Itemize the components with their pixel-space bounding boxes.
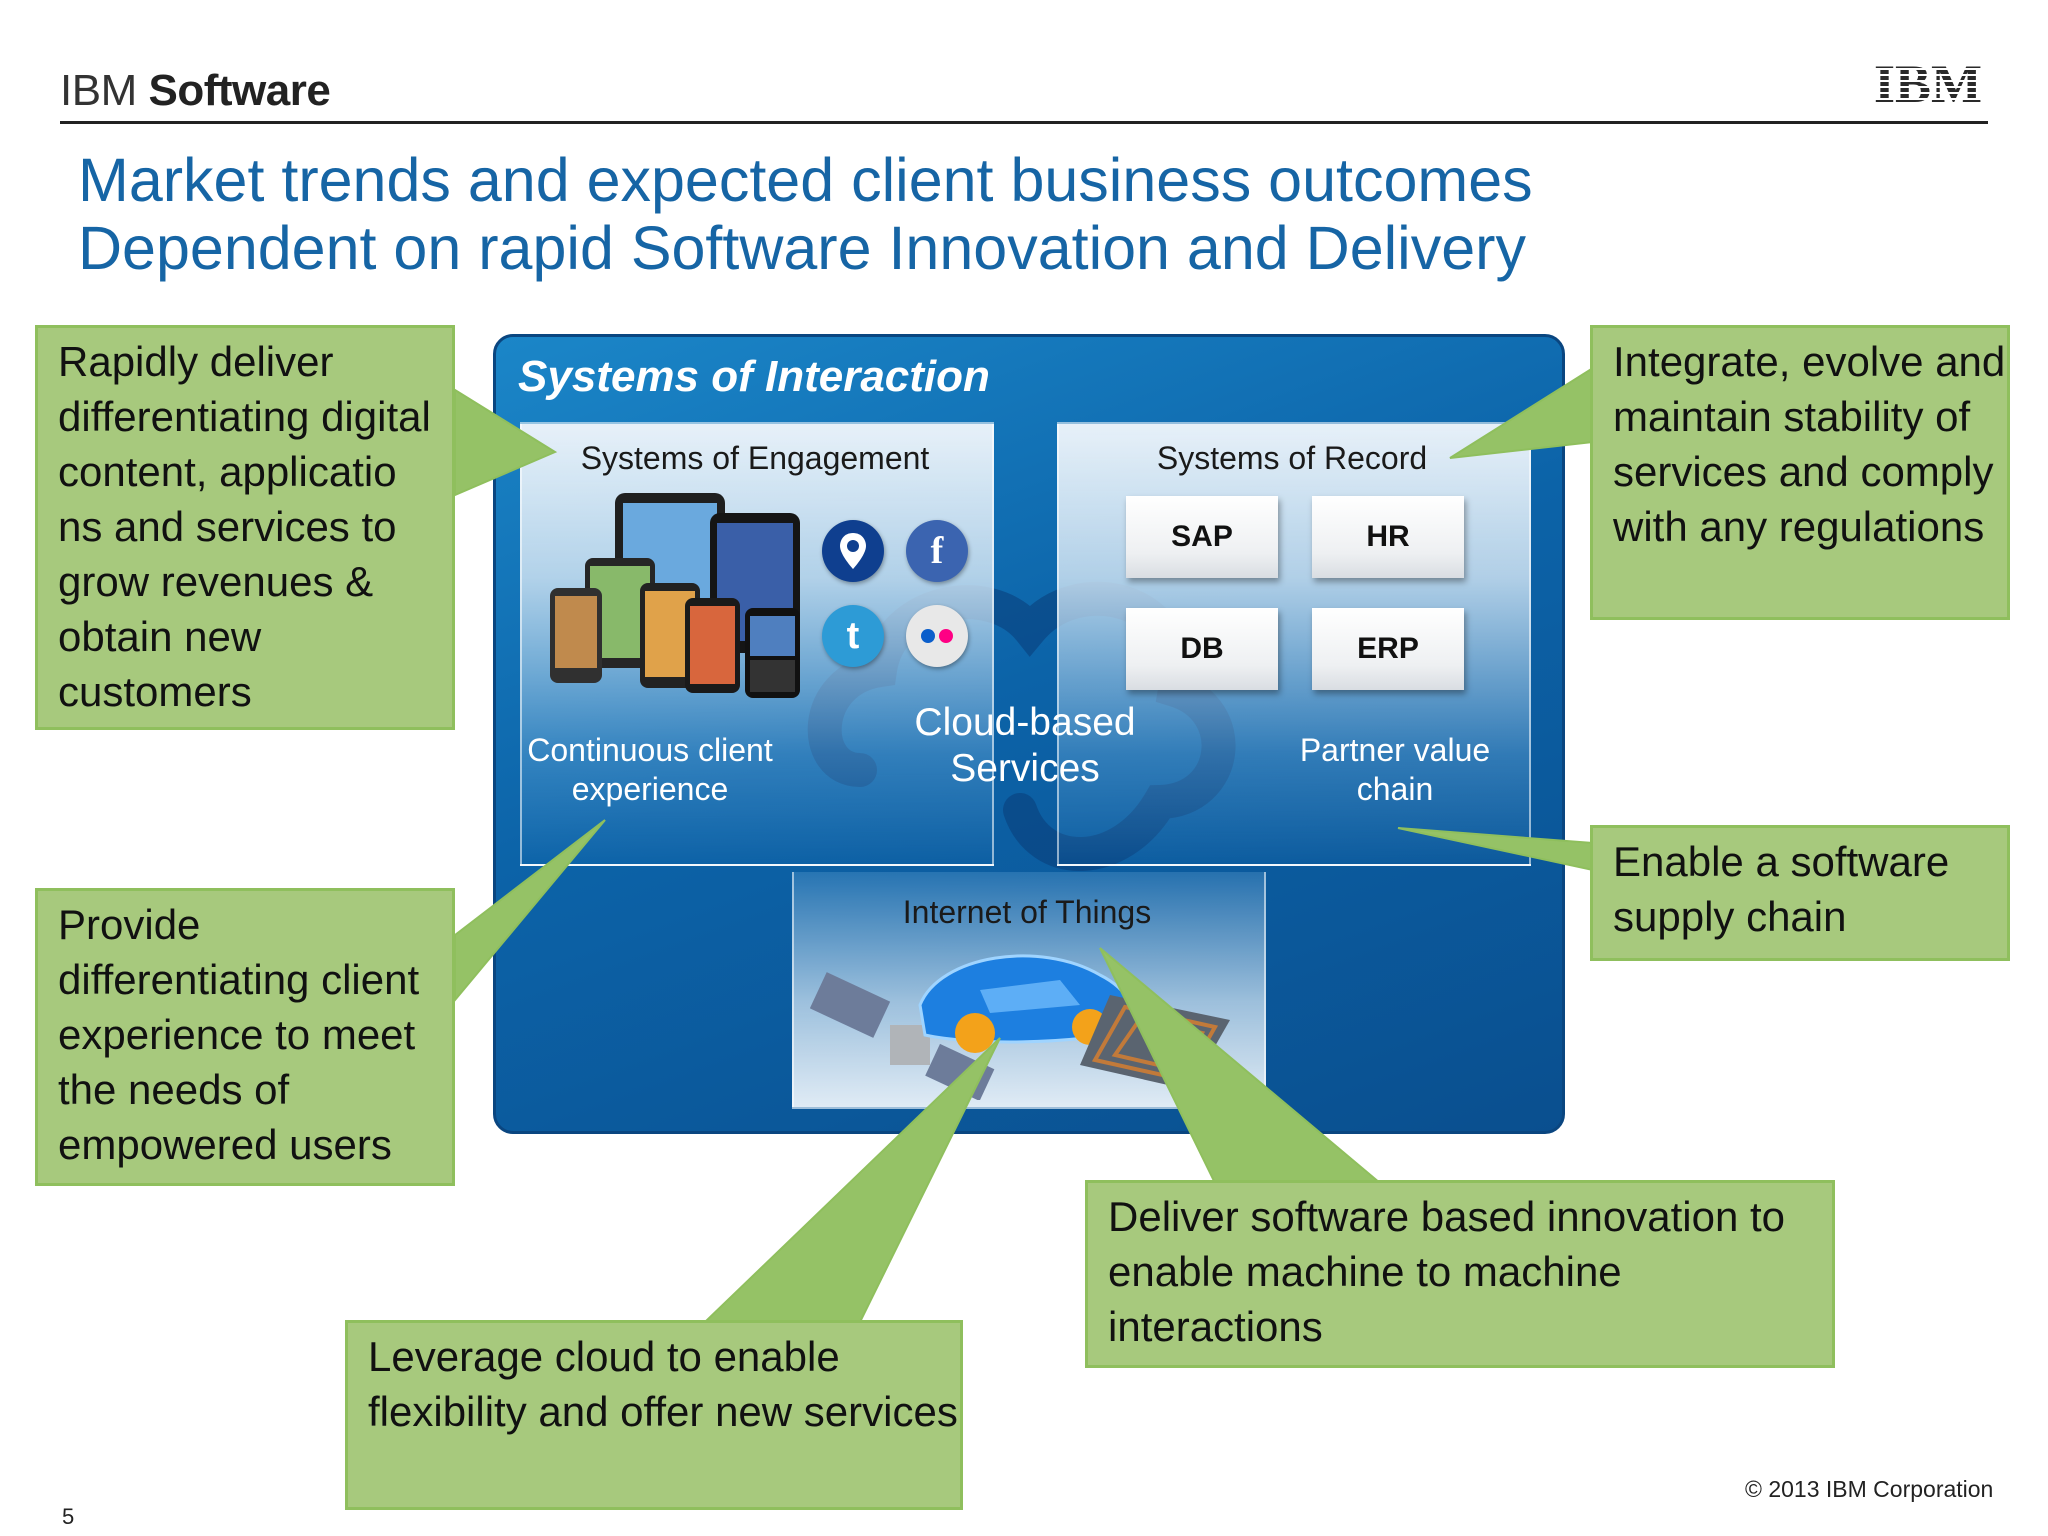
- location-pin-icon: [822, 520, 884, 582]
- callout-supply-chain: Enable a software supply chain: [1590, 825, 2010, 961]
- systems-of-interaction-title: Systems of Interaction: [518, 352, 990, 401]
- title-line-1: Market trends and expected client busine…: [78, 146, 1533, 214]
- mobile-devices-icon: [550, 493, 800, 698]
- callout-rapidly-deliver: Rapidly deliver differentiating digital …: [35, 325, 455, 730]
- facebook-icon: f: [906, 520, 968, 582]
- callout-integrate: Integrate, evolve and maintain stability…: [1590, 325, 2010, 620]
- record-title: Systems of Record: [1156, 440, 1428, 476]
- brand-prefix: IBM: [60, 66, 137, 115]
- callout-machine-to-machine: Deliver software based innovation to ena…: [1085, 1180, 1835, 1368]
- record-item-sap: SAP: [1126, 496, 1278, 578]
- brand-label: IBM Software: [60, 66, 331, 116]
- record-item-erp: ERP: [1312, 608, 1464, 690]
- page-title: Market trends and expected client busine…: [78, 146, 1778, 282]
- iot-devices-icon: [810, 954, 1230, 1100]
- flickr-icon: [906, 605, 968, 667]
- callout-provide-experience: Provide differentiating client experienc…: [35, 888, 455, 1186]
- copyright: © 2013 IBM Corporation: [1745, 1476, 1994, 1502]
- brand-suffix: Software: [148, 66, 331, 115]
- iot-title: Internet of Things: [902, 894, 1152, 930]
- ibm-logo-icon: IBM: [1874, 58, 1982, 108]
- header-rule: [60, 121, 1988, 124]
- title-line-2: Dependent on rapid Software Innovation a…: [78, 214, 1526, 282]
- engagement-caption: Continuous client experience: [527, 732, 773, 807]
- ibm-logo-text: IBM: [1874, 58, 1982, 108]
- engagement-title: Systems of Engagement: [580, 440, 930, 476]
- record-item-hr: HR: [1312, 496, 1464, 578]
- callout-leverage-cloud: Leverage cloud to enable flexibility and…: [345, 1320, 963, 1510]
- twitter-icon: t: [822, 605, 884, 667]
- record-caption: Partner value chain: [1299, 732, 1491, 807]
- page-number: 5: [62, 1504, 75, 1529]
- cloud-caption: Cloud-based Services: [914, 701, 1136, 790]
- record-item-db: DB: [1126, 608, 1278, 690]
